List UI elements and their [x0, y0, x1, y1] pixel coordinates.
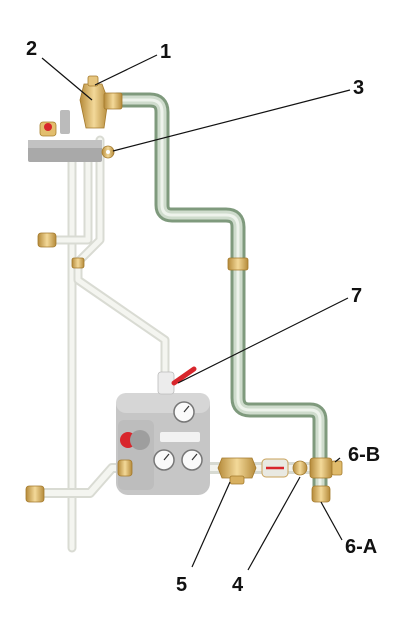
callout-1: 1 — [160, 41, 171, 63]
gauge-icon — [181, 449, 203, 471]
callout-6a: 6-A — [345, 536, 377, 558]
callout-7: 7 — [351, 285, 362, 307]
valve-handle-icon — [171, 366, 197, 386]
callout-4: 4 — [232, 574, 244, 596]
side-fitting — [37, 232, 57, 248]
side-fitting — [25, 485, 45, 503]
callout-6b: 6-B — [348, 444, 380, 466]
clear-pipe-network — [37, 135, 170, 553]
callout-3: 3 — [353, 77, 364, 99]
callout-2: 2 — [26, 38, 37, 60]
gauge-icon — [173, 401, 195, 423]
top-manifold — [28, 75, 123, 162]
pump-unit-icon — [116, 366, 210, 495]
side-fitting — [71, 257, 85, 269]
pipe-coupling — [227, 257, 249, 271]
bottom-line — [210, 457, 343, 503]
callout-5: 5 — [176, 574, 187, 596]
leader-lines — [41, 54, 351, 571]
green-pipe — [110, 92, 328, 496]
gauge-icon — [153, 449, 175, 471]
